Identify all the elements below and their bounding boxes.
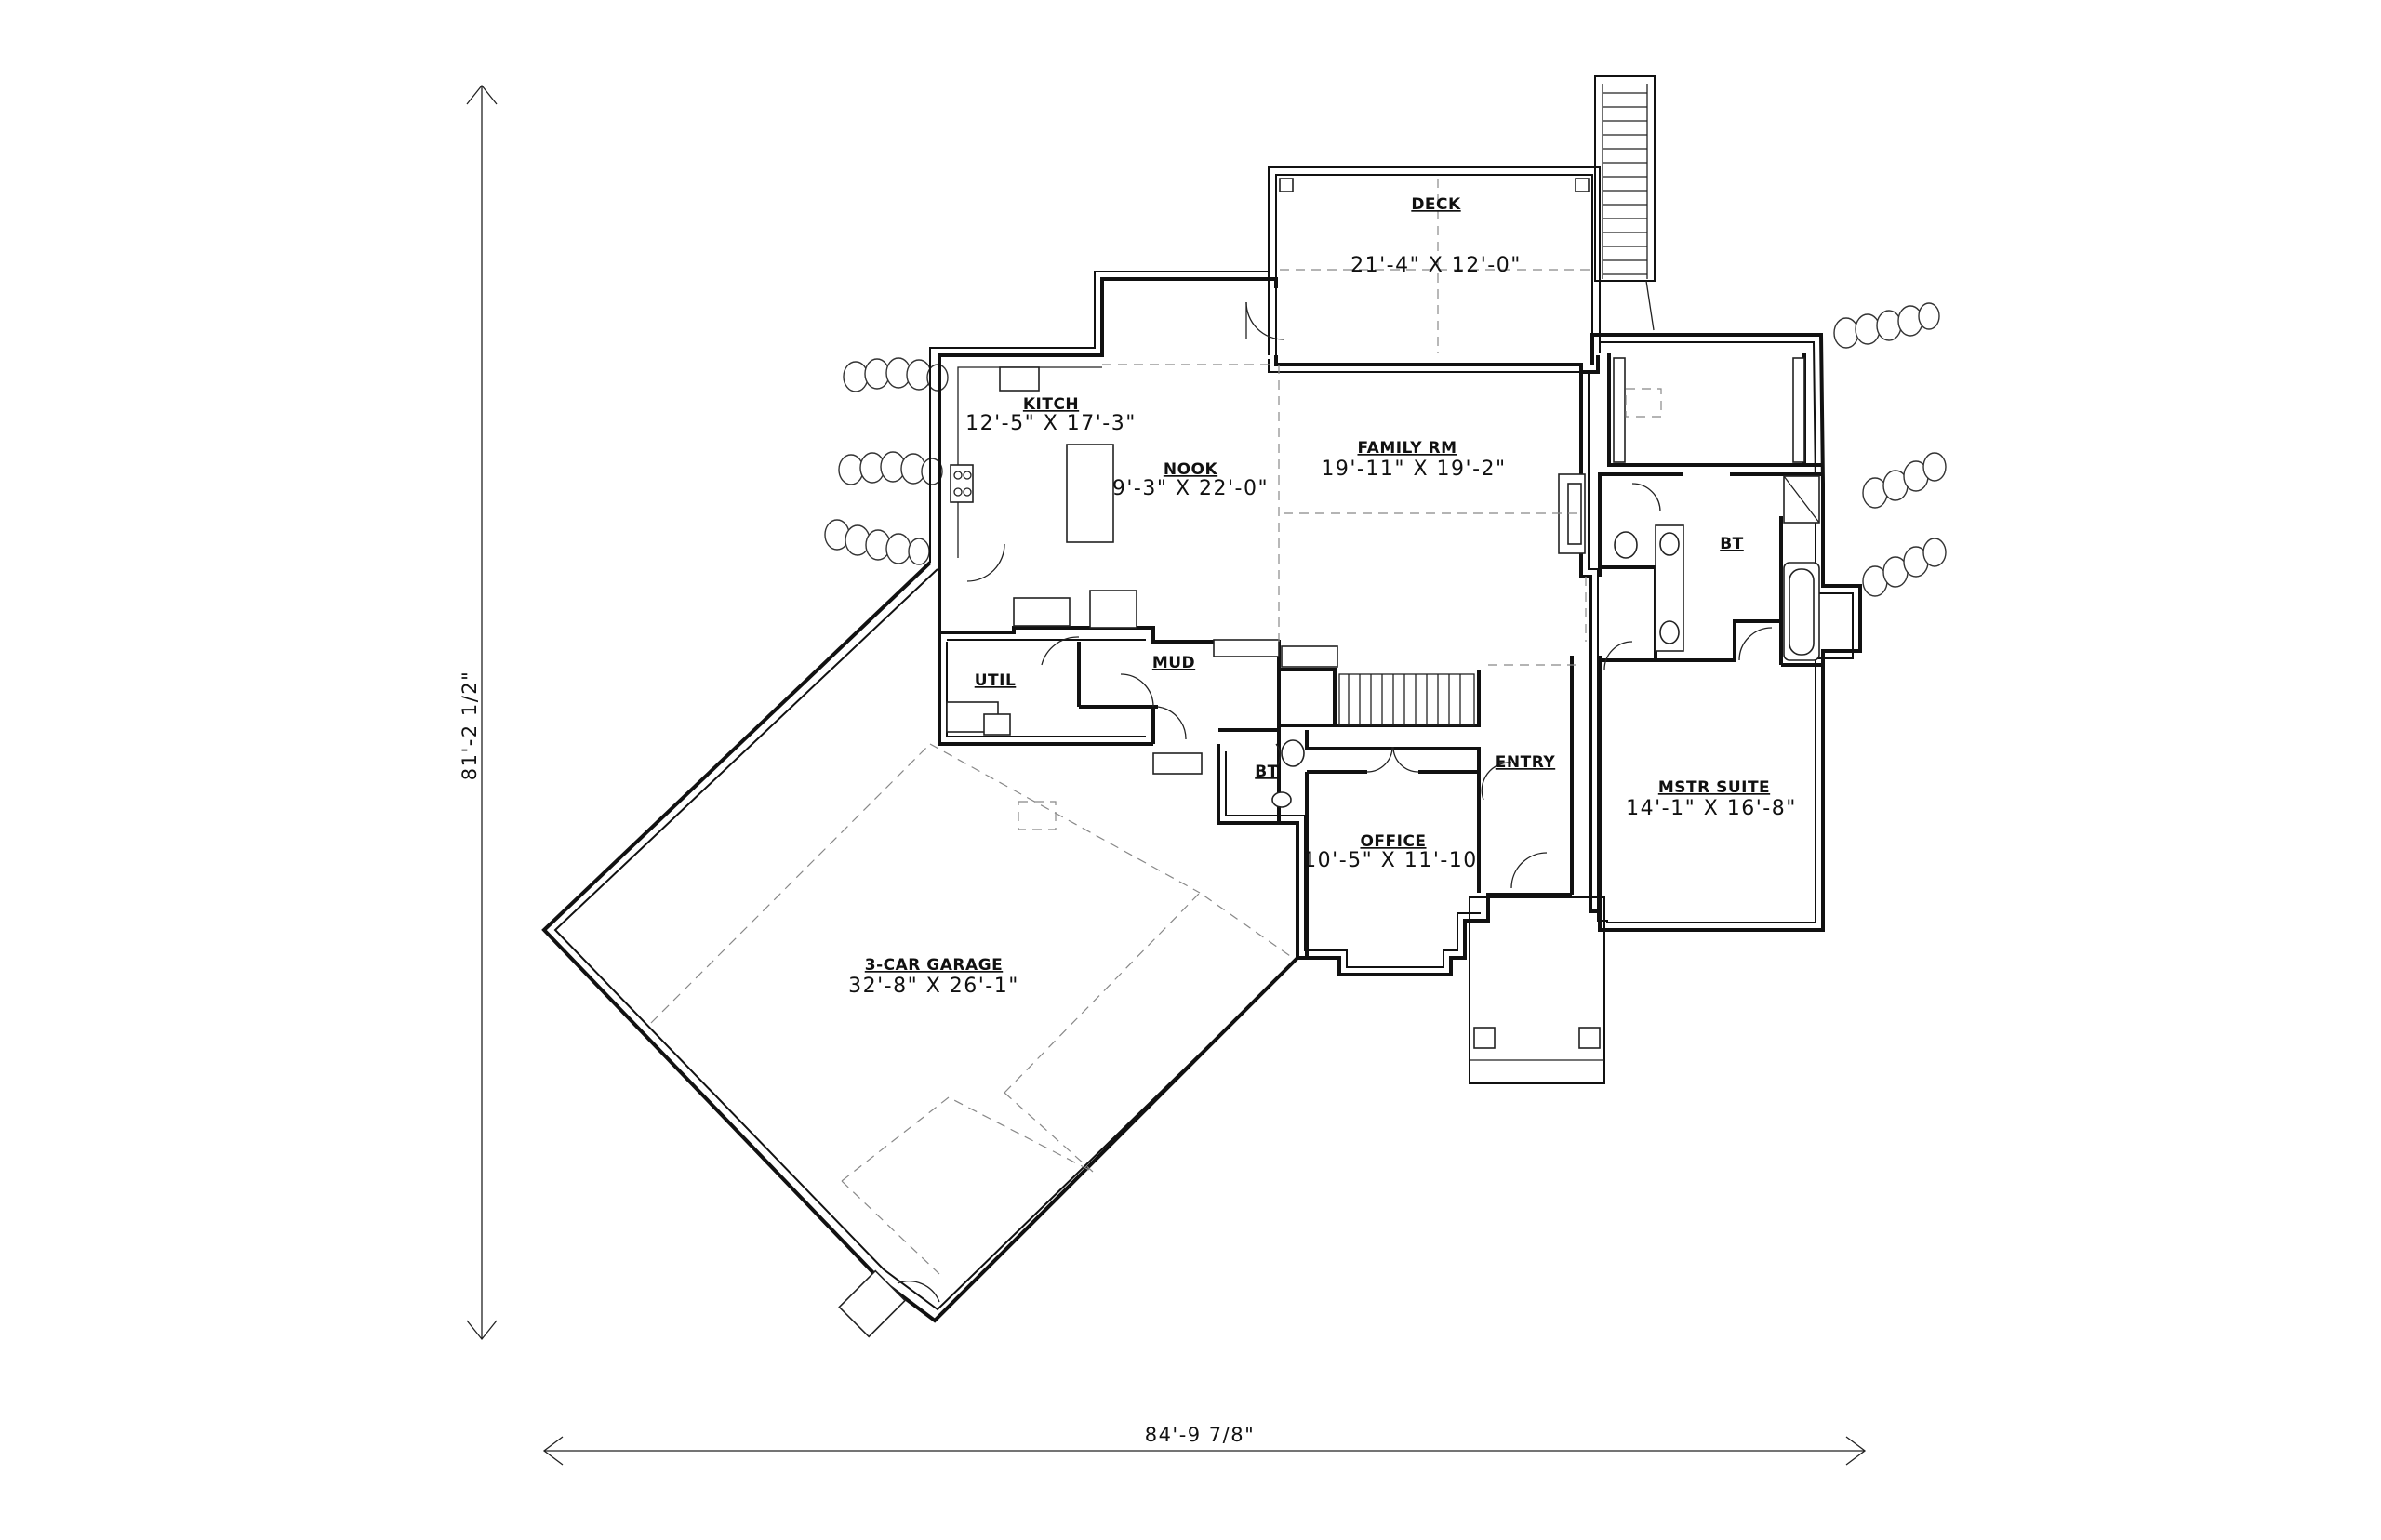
- overall-depth-label: 81'-2 1/2": [459, 670, 481, 781]
- kitchen-label: KITCH: [1023, 395, 1079, 414]
- fixtures: [946, 357, 1820, 1084]
- master-suite-size: 14'-1" X 16'-8": [1626, 797, 1797, 820]
- deck-area: [1268, 166, 1601, 355]
- garage-walls: [541, 561, 1299, 1338]
- nook-label: NOOK: [1164, 460, 1218, 479]
- doors: [897, 301, 1773, 1303]
- family-room-size: 19'-11" X 19'-2": [1321, 458, 1506, 481]
- entry-label: ENTRY: [1496, 753, 1556, 772]
- dimension-vertical: [466, 84, 498, 1341]
- overall-width-label: 84'-9 7/8": [1145, 1424, 1256, 1446]
- garage-label: 3-CAR GARAGE: [865, 956, 1003, 975]
- half-bath-label: BT: [1255, 763, 1279, 781]
- entry-stairs: [1338, 673, 1475, 726]
- office-size: 10'-5" X 11'-10: [1303, 849, 1478, 872]
- master-suite-label: MSTR SUITE: [1658, 778, 1770, 797]
- deck-size: 21'-4" X 12'-0": [1350, 254, 1522, 277]
- shrub-cluster-right: [1833, 302, 1947, 597]
- dimension-horizontal: [542, 1436, 1867, 1466]
- office-label: OFFICE: [1360, 832, 1426, 851]
- deck-label: DECK: [1411, 195, 1461, 214]
- nook-size: 9'-3" X 22'-0": [1112, 477, 1269, 500]
- shrub-cluster-left: [824, 357, 949, 565]
- util-label: UTIL: [975, 671, 1017, 690]
- garage-size: 32'-8" X 26'-1": [848, 975, 1019, 998]
- kitchen-size: 12'-5" X 17'-3": [965, 412, 1137, 435]
- room-labels: DECK 21'-4" X 12'-0" KITCH 12'-5" X 17'-…: [848, 195, 1797, 998]
- family-room-label: FAMILY RM: [1358, 439, 1457, 458]
- mud-label: MUD: [1152, 654, 1195, 672]
- deck-stairs: [1594, 75, 1656, 331]
- master-bath-label: BT: [1720, 535, 1744, 553]
- room-dividers: [1102, 364, 1587, 666]
